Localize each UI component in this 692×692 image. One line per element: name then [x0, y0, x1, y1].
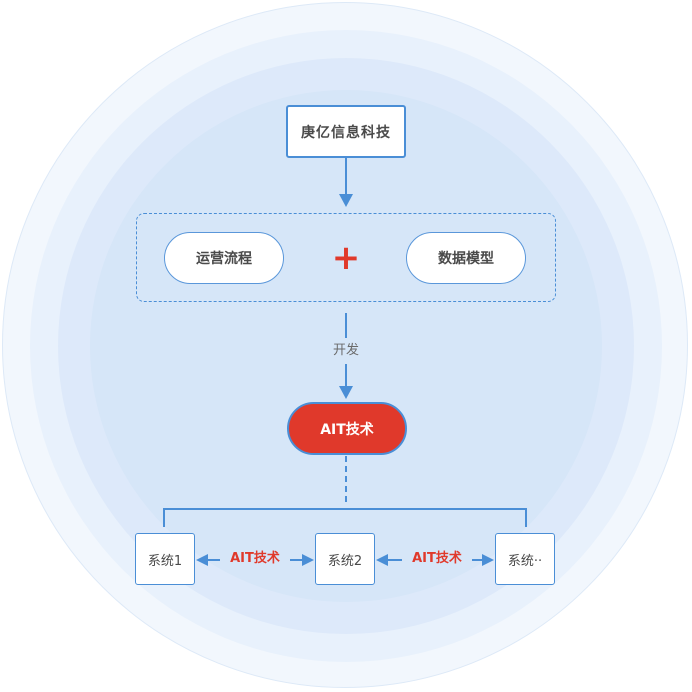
system-node-3: 系统··: [495, 533, 555, 585]
link-label-2: AIT技术: [402, 550, 472, 568]
arrowhead-label-to-ait: [339, 386, 353, 399]
link-arrowhead-2-left: [376, 554, 388, 566]
input-group-frame: [136, 213, 556, 302]
system-node-2: 系统2: [315, 533, 375, 585]
develop-label: 开发: [316, 342, 376, 360]
link-arrowhead-2-right: [482, 554, 494, 566]
link-arrowhead-1-right: [302, 554, 314, 566]
system-node-1: 系统1: [135, 533, 195, 585]
operation-process-node: 运营流程: [164, 232, 284, 284]
system-bus: [163, 508, 527, 527]
ait-core-node: AIT技术: [287, 402, 407, 455]
data-model-node: 数据模型: [406, 232, 526, 284]
arrowhead-company-to-group: [339, 194, 353, 207]
link-label-1: AIT技术: [220, 550, 290, 568]
company-node: 庚亿信息科技: [286, 105, 406, 158]
plus-icon: +: [331, 238, 361, 278]
link-arrowhead-1-left: [196, 554, 208, 566]
